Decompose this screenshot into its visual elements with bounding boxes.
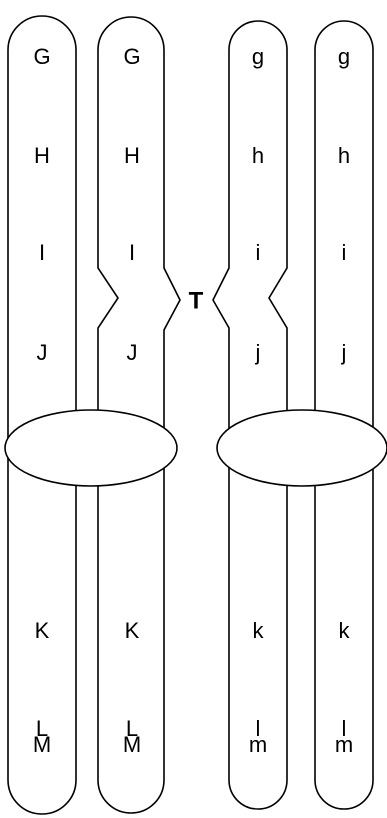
chromatid-left-outer	[7, 15, 77, 815]
gene-label: I	[129, 240, 135, 265]
gene-label: i	[256, 240, 261, 265]
gene-label: h	[338, 143, 350, 168]
gene-label: j	[341, 340, 347, 365]
gene-label: L	[36, 716, 48, 741]
gene-label: j	[255, 340, 261, 365]
gene-label: H	[34, 143, 50, 168]
gene-label: k	[339, 618, 351, 643]
gene-label: J	[127, 340, 138, 365]
gene-label: K	[35, 618, 50, 643]
gene-label: M	[33, 732, 51, 757]
gene-label: m	[249, 732, 267, 757]
centromere-left	[4, 409, 178, 487]
gene-label: H	[124, 143, 140, 168]
gene-label: k	[253, 618, 265, 643]
gene-label: l	[342, 716, 347, 741]
gene-label: m	[335, 732, 353, 757]
gene-label: L	[126, 716, 138, 741]
gene-label: M	[123, 732, 141, 757]
gene-label: K	[125, 618, 140, 643]
gene-label: i	[342, 240, 347, 265]
gene-label: I	[39, 240, 45, 265]
centromere-right	[216, 409, 387, 487]
chromatid-left-inner	[97, 16, 181, 814]
marker-label: T	[189, 287, 204, 314]
gene-label: G	[123, 44, 140, 69]
chromatid-right-inner	[212, 20, 288, 810]
gene-label: l	[256, 716, 261, 741]
gene-label: g	[252, 44, 264, 69]
gene-label: h	[252, 143, 264, 168]
gene-label: g	[338, 44, 350, 69]
gene-label: J	[37, 340, 48, 365]
gene-label: G	[33, 44, 50, 69]
